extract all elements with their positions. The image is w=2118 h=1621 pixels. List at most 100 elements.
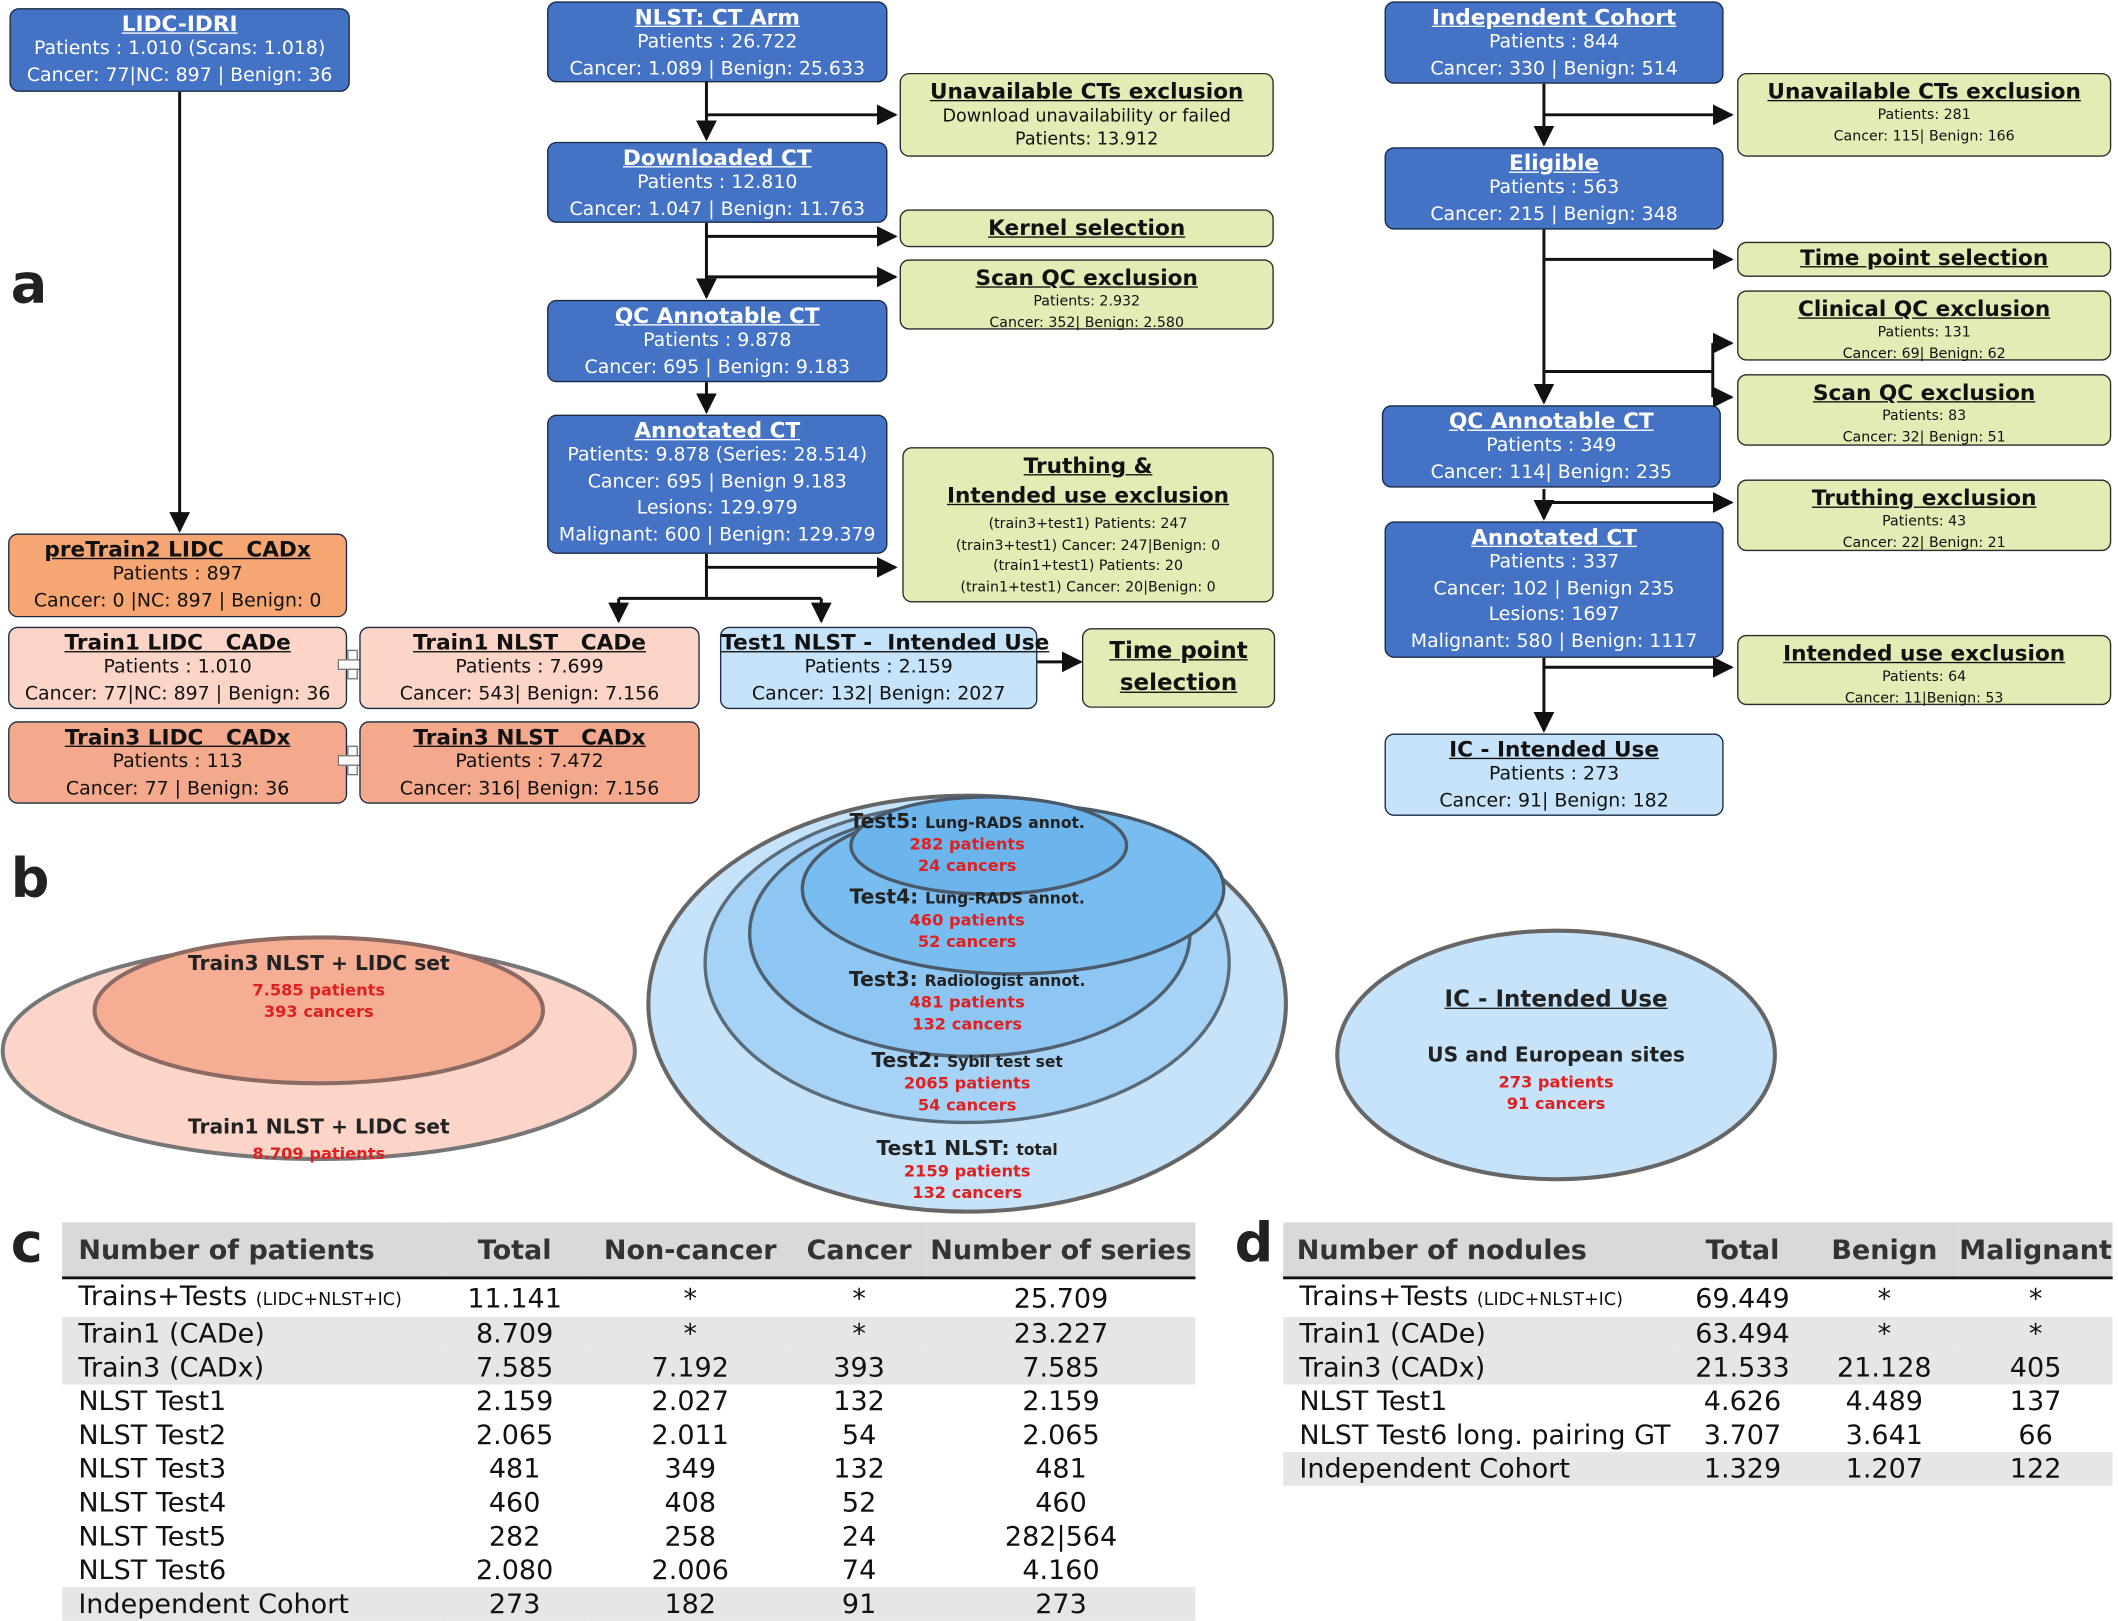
venn-value: 282 patients <box>909 834 1025 854</box>
venn-title: Test3: <box>848 967 918 992</box>
row-label: Trains+Tests (LIDC+NLST+IC) <box>62 1278 440 1317</box>
venn-title: Train3 NLST + LIDC set <box>187 950 450 976</box>
venn-test3-label: Test3: Radiologist annot. 481 patients 1… <box>819 966 1116 1035</box>
table-row: Trains+Tests (LIDC+NLST+IC)11.141**25.70… <box>62 1278 1195 1317</box>
venn-subtitle: Radiologist annot. <box>924 971 1086 991</box>
box-line: Patients: 281 <box>1877 106 1971 123</box>
box-title: Annotated CT <box>634 417 801 444</box>
venn-test5-ellipse <box>849 795 1129 896</box>
column-header: Number of series <box>926 1222 1196 1280</box>
box-title: selection <box>1119 669 1238 697</box>
box-line: Cancer: 543| Benign: 7.156 <box>399 682 660 705</box>
patients-table: Number of patients Total Non-cancer Canc… <box>62 1222 1196 1621</box>
box-line: Cancer: 69| Benign: 62 <box>1842 345 2006 362</box>
cell-noncancer: 258 <box>664 1519 717 1553</box>
box-train3-lidc: Train3 LIDC CADx Patients : 113 Cancer: … <box>8 721 348 804</box>
box-title: Annotated CT <box>1471 524 1637 550</box>
box-pretrain2-lidc: preTrain2 LIDC CADx Patients : 897 Cance… <box>8 533 348 618</box>
venn-title: Test5: <box>849 809 919 834</box>
cell-series: 481 <box>1035 1452 1087 1485</box>
venn-subtitle: total <box>1016 1140 1058 1159</box>
box-title: Time point selection <box>1800 244 2049 271</box>
box-title: Eligible <box>1509 149 1600 176</box>
box-train3-nlst: Train3 NLST CADx Patients : 7.472 Cancer… <box>359 721 700 804</box>
cell-total: 481 <box>488 1452 541 1485</box>
box-line: (train1+test1) Cancer: 20|Benign: 0 <box>960 578 1216 596</box>
venn-ic-label: IC - Intended Use US and European sites … <box>1394 986 1718 1114</box>
box-scan-qc-exclusion-ic: Scan QC exclusion Patients: 83 Cancer: 3… <box>1737 374 2112 446</box>
column-header: Cancer <box>791 1222 927 1280</box>
box-title: Kernel selection <box>988 214 1186 241</box>
box-line: Patients : 563 <box>1488 176 1620 199</box>
cell-benign: 4.489 <box>1845 1384 1923 1417</box>
row-label: NLST Test1 <box>1283 1385 1675 1419</box>
box-title: Train1 NLST CADe <box>413 629 646 656</box>
box-title: Scan QC exclusion <box>1812 379 2036 406</box>
row-name: Independent Cohort <box>78 1587 349 1620</box>
cell-noncancer: 182 <box>588 1587 792 1621</box>
row-label: Train1 (CADe) <box>62 1316 441 1351</box>
cell-series: 282|564 <box>1004 1519 1118 1553</box>
row-name: Independent Cohort <box>1299 1452 1571 1485</box>
row-label: Trains+Tests (LIDC+NLST+IC) <box>1283 1278 1675 1317</box>
box-line: (train3+test1) Patients: 247 <box>988 515 1188 533</box>
cell-series: 460 <box>1035 1485 1087 1519</box>
box-train1-lidc: Train1 LIDC CADe Patients : 1.010 Cancer… <box>8 626 348 710</box>
cell-total: 11.141 <box>467 1281 562 1314</box>
row-name: Train1 (CADe) <box>78 1316 265 1350</box>
row-label: NLST Test3 <box>62 1452 440 1486</box>
row-name: NLST Test6 long. pairing GT <box>1299 1418 1671 1451</box>
box-line: Patients : 7.472 <box>455 751 604 773</box>
box-line: Cancer: 132| Benign: 2027 <box>751 682 1006 705</box>
cell-noncancer: 349 <box>664 1452 717 1485</box>
column-header: Non-cancer <box>588 1222 792 1280</box>
box-line: (train1+test1) Patients: 20 <box>993 557 1183 575</box>
cell-cancer: 54 <box>841 1418 877 1451</box>
venn-title: Test4: <box>849 884 919 910</box>
table-row: Train1 (CADe)63.494** <box>1283 1316 2113 1351</box>
box-line: Cancer: 215 | Benign: 348 <box>1430 203 1678 225</box>
cell-cancer: 24 <box>841 1519 877 1553</box>
cell-series: 4.160 <box>1022 1553 1100 1586</box>
row-name: Train3 (CADx) <box>1299 1350 1486 1384</box>
row-label: NLST Test6 long. pairing GT <box>1283 1418 1675 1452</box>
cell-total: 69.449 <box>1695 1281 1790 1314</box>
box-downloaded-ct: Downloaded CT Patients : 12.810 Cancer: … <box>547 141 888 223</box>
box-qc-annotable-ct: QC Annotable CT Patients : 9.878 Cancer:… <box>547 299 888 383</box>
venn-value: 24 cancers <box>917 856 1017 876</box>
box-line: Cancer: 102 | Benign 235 <box>1433 577 1675 600</box>
box-line: Lesions: 129.979 <box>636 497 798 519</box>
cell-total: 282 <box>488 1519 541 1553</box>
box-title: Unavailable CTs exclusion <box>929 78 1244 105</box>
venn-value: 2065 patients <box>903 1073 1031 1093</box>
box-line: Patients: 83 <box>1882 407 1967 425</box>
cell-series: 2.065 <box>1022 1418 1100 1451</box>
box-title: QC Annotable CT <box>1449 407 1654 434</box>
venn-subtitle: US and European sites <box>1427 1042 1685 1068</box>
cell-cancer: 91 <box>791 1587 927 1621</box>
box-line: Patients : 844 <box>1488 31 1620 53</box>
cell-malignant: * <box>1958 1316 2113 1351</box>
box-scan-qc-exclusion: Scan QC exclusion Patients: 2.932 Cancer… <box>899 259 1274 330</box>
cell-total: 1.329 <box>1674 1452 1811 1486</box>
column-header: Total <box>440 1222 589 1280</box>
row-name: Trains+Tests <box>78 1279 248 1312</box>
cell-malignant: 137 <box>2009 1384 2062 1417</box>
box-line: Malignant: 600 | Benign: 129.379 <box>558 523 876 546</box>
box-line: Cancer: 330 | Benign: 514 <box>1430 57 1678 80</box>
table-header-row: Number of nodules Total Benign Malignant <box>1283 1222 2113 1280</box>
cell-benign: * <box>1877 1281 1892 1314</box>
box-qc-annotable-ct-ic: QC Annotable CT Patients : 349 Cancer: 1… <box>1381 405 1721 488</box>
box-title: QC Annotable CT <box>614 302 820 329</box>
cell-series: 2.159 <box>1022 1384 1100 1417</box>
row-name: Train3 (CADx) <box>78 1350 265 1384</box>
venn-test2-label: Test2: Sybil test set 2065 patients 54 c… <box>832 1047 1102 1116</box>
cell-noncancer: * <box>683 1281 697 1314</box>
venn-value: 91 cancers <box>1506 1094 1606 1114</box>
box-lidc-idri: LIDC-IDRI Patients : 1.010 (Scans: 1.018… <box>9 8 350 92</box>
box-line: Patients: 131 <box>1877 324 1971 341</box>
cell-series: 23.227 <box>926 1316 1196 1351</box>
cell-cancer: 74 <box>841 1553 877 1586</box>
